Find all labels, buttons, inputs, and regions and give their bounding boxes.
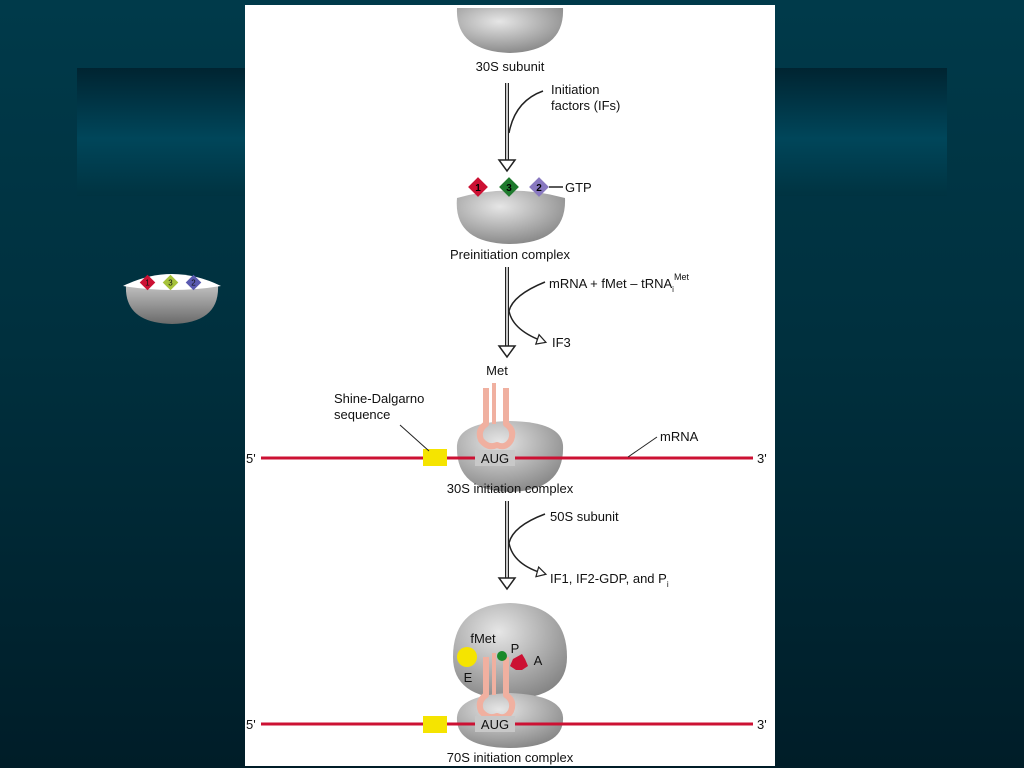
svg-text:2: 2 <box>191 279 196 288</box>
ribosome-30s-top <box>456 8 564 53</box>
arrow-to-70s-complex <box>497 501 545 591</box>
diagram-panel: 30S subunit Initiation factors (IFs) 1 3… <box>245 5 775 766</box>
label-5prime-30s: 5' <box>246 451 256 466</box>
label-fmet: fMet <box>470 631 496 646</box>
label-70s-initiation-complex: 70S initiation complex <box>447 750 574 765</box>
decor-if2-badge: 2 <box>185 274 202 291</box>
label-3prime-30s: 3' <box>757 451 767 466</box>
label-if3-released: IF3 <box>552 335 571 350</box>
shine-dalgarno-pointer <box>399 424 430 452</box>
decor-if3-badge: 3 <box>162 274 179 291</box>
label-50s-subunit: 50S subunit <box>550 509 619 524</box>
aug-bg-70s <box>475 716 515 732</box>
decor-ribosome-small <box>125 281 219 324</box>
label-30s-initiation-complex: 30S initiation complex <box>447 481 574 496</box>
label-aug-30s: AUG <box>481 451 509 466</box>
label-shine-dalgarno: Shine-Dalgarno <box>334 391 424 406</box>
decor-white-cap <box>123 274 221 290</box>
label-met: Met <box>486 363 508 378</box>
svg-text:2: 2 <box>536 183 542 194</box>
shine-dalgarno-box-70s <box>423 716 447 733</box>
mrna-pointer <box>627 436 658 458</box>
label-site-a: A <box>534 653 543 668</box>
label-mrna-fmet-trna: mRNA + fMet – tRNAiMet <box>549 272 689 294</box>
decor-if1-badge: 1 <box>139 274 156 291</box>
label-aug-70s: AUG <box>481 717 509 732</box>
svg-text:1: 1 <box>475 183 481 194</box>
svg-text:3: 3 <box>506 183 512 194</box>
label-released-factors: IF1, IF2-GDP, and Pi <box>550 571 669 589</box>
label-initiation-factors-2: factors (IFs) <box>551 98 620 113</box>
ribosome-preinitiation <box>456 190 566 244</box>
svg-text:3: 3 <box>168 279 173 288</box>
label-site-p: P <box>511 641 520 656</box>
e-site <box>457 647 477 667</box>
label-5prime-70s: 5' <box>246 717 256 732</box>
label-gtp: GTP <box>565 180 592 195</box>
shine-dalgarno-box <box>423 449 447 466</box>
label-mrna: mRNA <box>660 429 699 444</box>
label-3prime-70s: 3' <box>757 717 767 732</box>
svg-text:1: 1 <box>145 279 150 288</box>
label-30s-subunit: 30S subunit <box>476 59 545 74</box>
label-shine-dalgarno-2: sequence <box>334 407 390 422</box>
if1-badge: 1 <box>468 177 488 197</box>
aug-bg <box>475 450 515 466</box>
label-preinitiation-complex: Preinitiation complex <box>450 247 570 262</box>
p-site <box>497 651 507 661</box>
label-site-e: E <box>464 670 473 685</box>
arrow-to-30s-complex <box>497 267 545 359</box>
arrow-to-preinitiation <box>497 83 544 173</box>
a-site <box>510 654 528 670</box>
label-initiation-factors: Initiation <box>551 82 599 97</box>
translation-initiation-diagram: 30S subunit Initiation factors (IFs) 1 3… <box>246 8 767 765</box>
ribosome-50s-large <box>453 603 567 699</box>
trna-fmet <box>476 383 516 450</box>
